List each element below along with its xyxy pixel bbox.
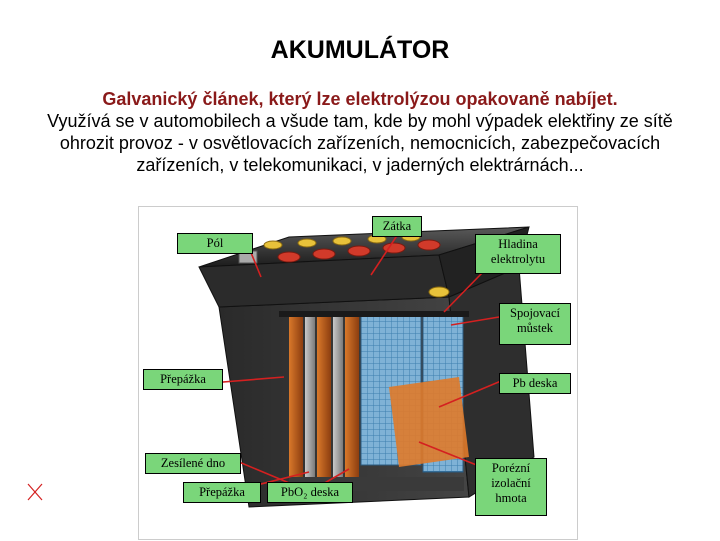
label-spojovaci-mustek: Spojovací můstek: [499, 303, 571, 345]
label-hladina-elektrolytu: Hladina elektrolytu: [475, 234, 561, 274]
label-porezni-izolacni-hmota: Porézní izolační hmota: [475, 458, 547, 516]
label-prepazka-2: Přepážka: [183, 482, 261, 503]
label-pol: Pól: [177, 233, 253, 254]
battery-cutaway-figure: Zátka Pól Hladina elektrolytu Spojovací …: [138, 206, 578, 540]
intro-text: Galvanický článek, který lze elektrolýzo…: [20, 88, 700, 176]
page-title: AKUMULÁTOR: [0, 36, 720, 65]
intro-body: Využívá se v automobilech a všude tam, k…: [20, 110, 700, 176]
intro-highlight: Galvanický článek, který lze elektrolýzo…: [20, 88, 700, 110]
label-zesilene-dno: Zesílené dno: [145, 453, 241, 474]
label-prepazka-1: Přepážka: [143, 369, 223, 390]
label-pb-deska: Pb deska: [499, 373, 571, 394]
label-zatka: Zátka: [372, 216, 422, 237]
label-pbo2-deska: PbO₂ deska: [267, 482, 353, 503]
close-x-icon: [26, 482, 44, 502]
